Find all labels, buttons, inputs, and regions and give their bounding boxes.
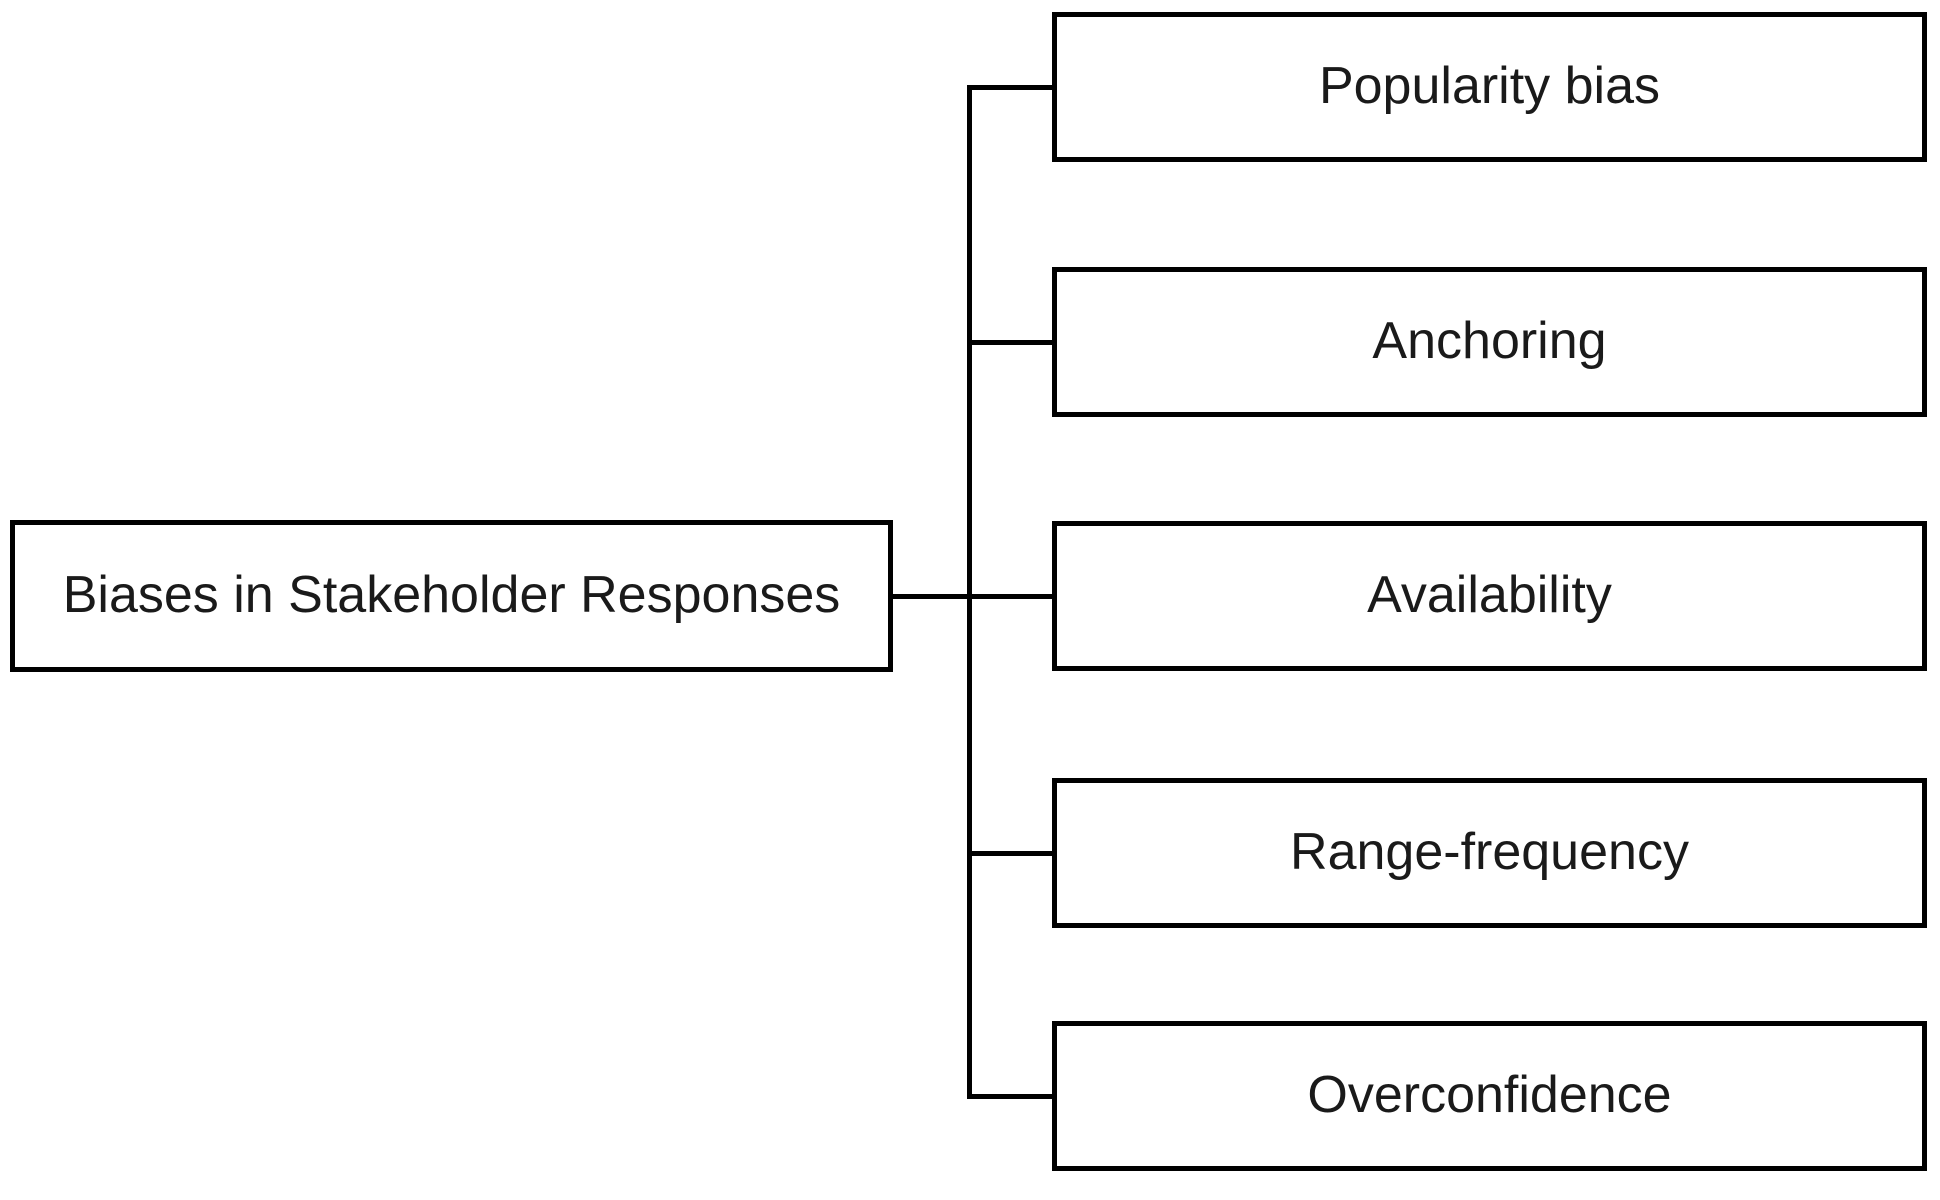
root-node-biases: Biases in Stakeholder Responses: [10, 520, 893, 672]
connector-branch-line-1: [967, 85, 1052, 90]
child-node-label: Range-frequency: [1290, 823, 1689, 882]
connector-root-line: [893, 594, 1052, 599]
connector-branch-line-5: [967, 1094, 1052, 1099]
child-node-label: Availability: [1367, 566, 1612, 625]
child-node-overconfidence: Overconfidence: [1052, 1021, 1927, 1171]
child-node-label: Popularity bias: [1318, 57, 1661, 116]
child-node-range-frequency: Range-frequency: [1052, 778, 1927, 928]
connector-branch-line-4: [967, 851, 1052, 856]
child-node-popularity-bias: Popularity bias: [1052, 12, 1927, 162]
child-node-availability: Availability: [1052, 521, 1927, 671]
child-node-label: Overconfidence: [1307, 1066, 1672, 1125]
child-node-label: Anchoring: [1372, 312, 1607, 371]
child-node-anchoring: Anchoring: [1052, 267, 1927, 417]
root-node-label: Biases in Stakeholder Responses: [62, 566, 841, 625]
connector-trunk-line: [967, 85, 972, 1099]
connector-branch-line-2: [967, 340, 1052, 345]
